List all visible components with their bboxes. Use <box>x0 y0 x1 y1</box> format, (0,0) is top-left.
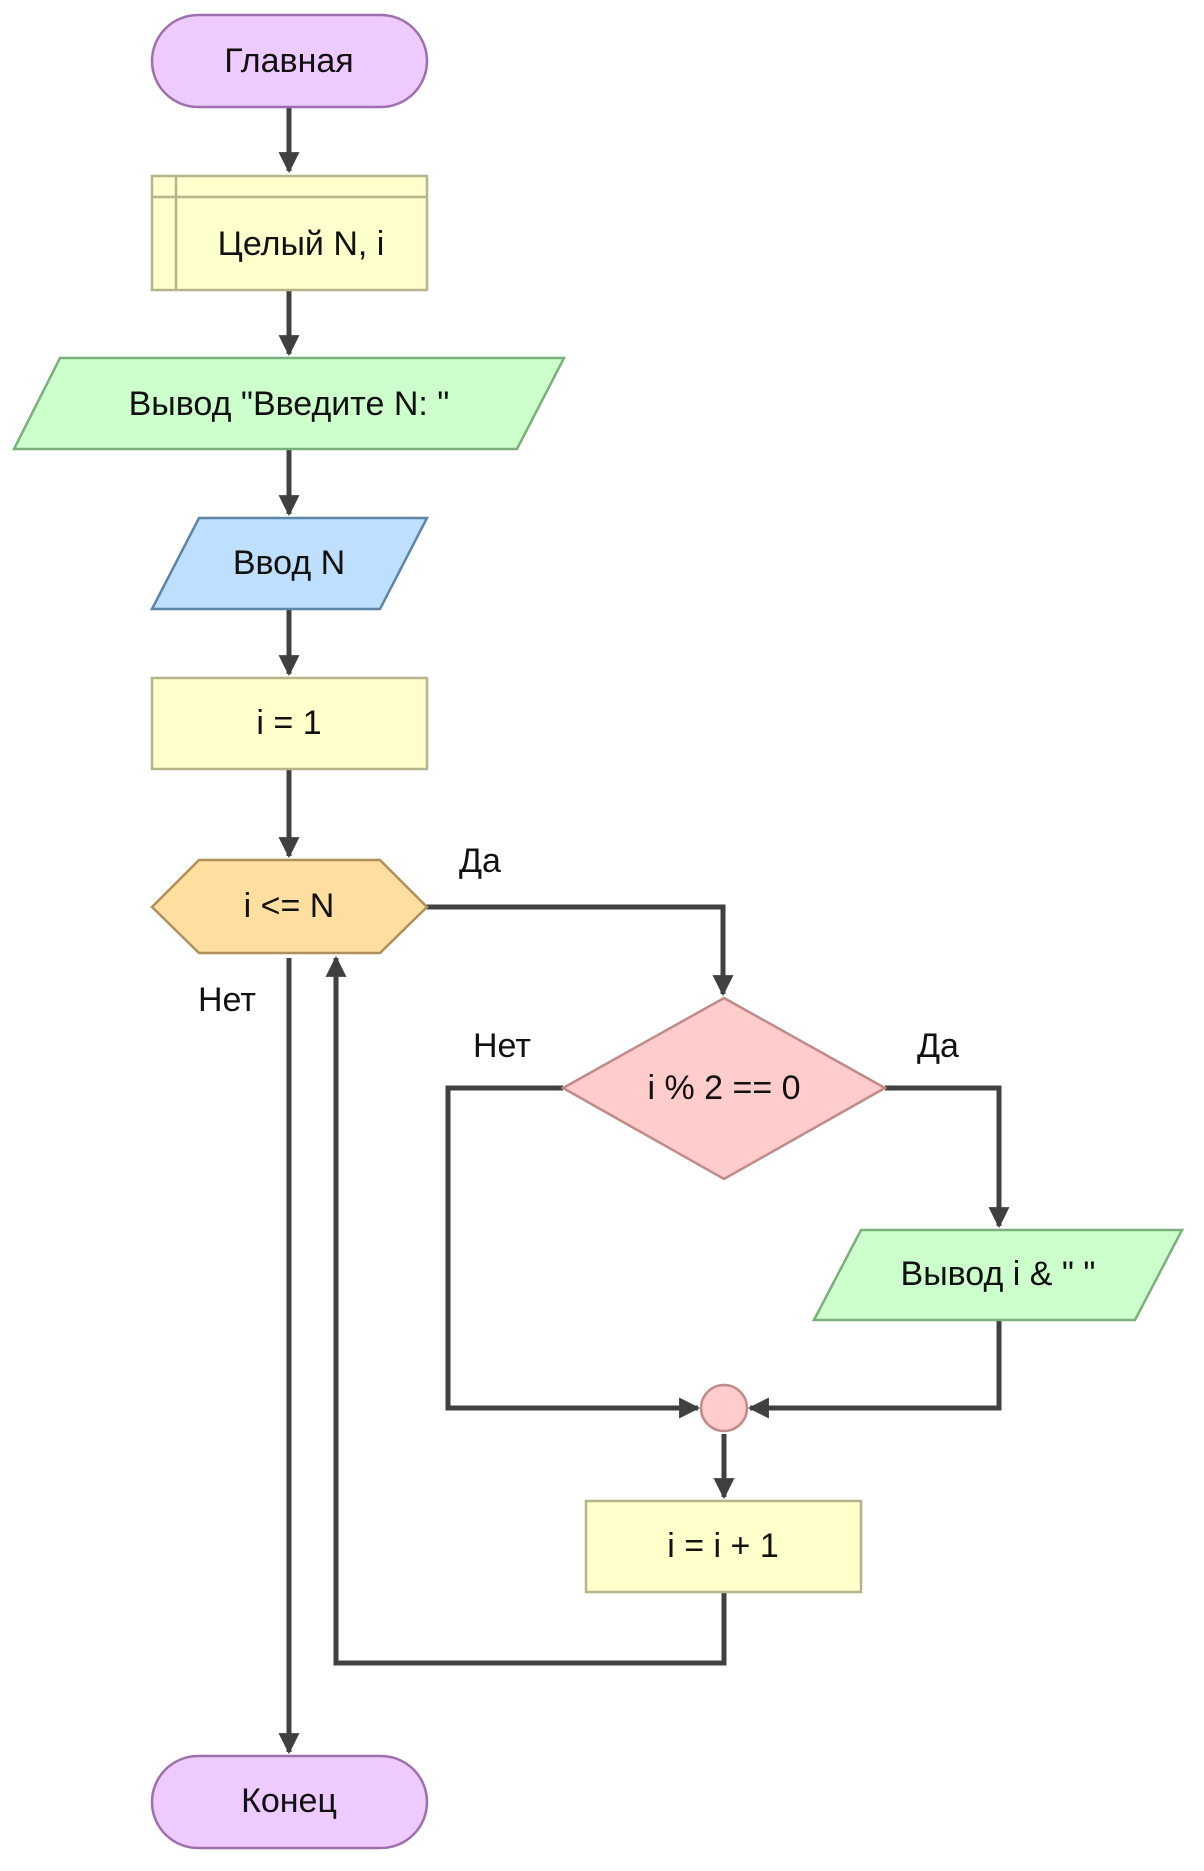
node-declare: Целый N, i <box>150 174 429 292</box>
end-terminator-shape <box>150 1754 429 1850</box>
edge-if-yes-to-output <box>885 1085 1010 1229</box>
increment-label: i = i + 1 <box>667 1527 779 1565</box>
node-increment: i = i + 1 <box>584 1499 863 1594</box>
edge-if-no-to-merge <box>445 1085 701 1419</box>
merge-connector-circle <box>699 1383 749 1433</box>
end-label: Конец <box>241 1782 337 1820</box>
edge-label-loop-yes: Да <box>459 842 501 880</box>
edge-loop-yes-to-if <box>426 904 734 997</box>
start-terminator-shape <box>150 13 429 109</box>
loop-condition-label: i <= N <box>244 887 335 925</box>
output-prompt-label: Вывод "Введите N: " <box>129 385 450 423</box>
assign-i-label: i = 1 <box>256 704 321 742</box>
edge-output-to-merge <box>747 1320 1002 1419</box>
output-prompt-parallelogram <box>11 356 567 451</box>
node-end: Конец <box>150 1754 429 1850</box>
node-merge <box>699 1383 749 1433</box>
edge-label-loop-no: Нет <box>198 981 256 1019</box>
input-n-parallelogram <box>149 516 430 611</box>
edge-label-if-yes: Да <box>917 1027 959 1065</box>
declare-label: Целый N, i <box>218 225 385 263</box>
edge-increment-loop-back <box>325 955 727 1666</box>
node-assign-i: i = 1 <box>150 676 429 771</box>
output-i-parallelogram <box>811 1228 1185 1322</box>
node-output-i: Вывод i & " " <box>811 1228 1185 1322</box>
node-start: Главная <box>150 13 429 109</box>
if-even-label: i % 2 == 0 <box>647 1069 800 1107</box>
edge-labels: Да Нет Нет Да <box>198 842 959 1065</box>
node-input-n: Ввод N <box>149 516 430 611</box>
if-even-diamond <box>560 996 888 1181</box>
declare-storage-shape <box>150 174 429 292</box>
start-label: Главная <box>224 42 353 80</box>
node-if-even: i % 2 == 0 <box>560 996 888 1181</box>
node-output-prompt: Вывод "Введите N: " <box>11 356 567 451</box>
connectors <box>278 107 1010 1755</box>
node-loop-condition: i <= N <box>150 858 429 955</box>
loop-condition-hexagon <box>150 858 429 955</box>
input-n-label: Ввод N <box>233 544 345 582</box>
increment-process-shape <box>584 1499 863 1594</box>
assign-i-process-shape <box>150 676 429 771</box>
output-i-label: Вывод i & " " <box>901 1255 1096 1293</box>
edge-label-if-no: Нет <box>473 1027 531 1065</box>
